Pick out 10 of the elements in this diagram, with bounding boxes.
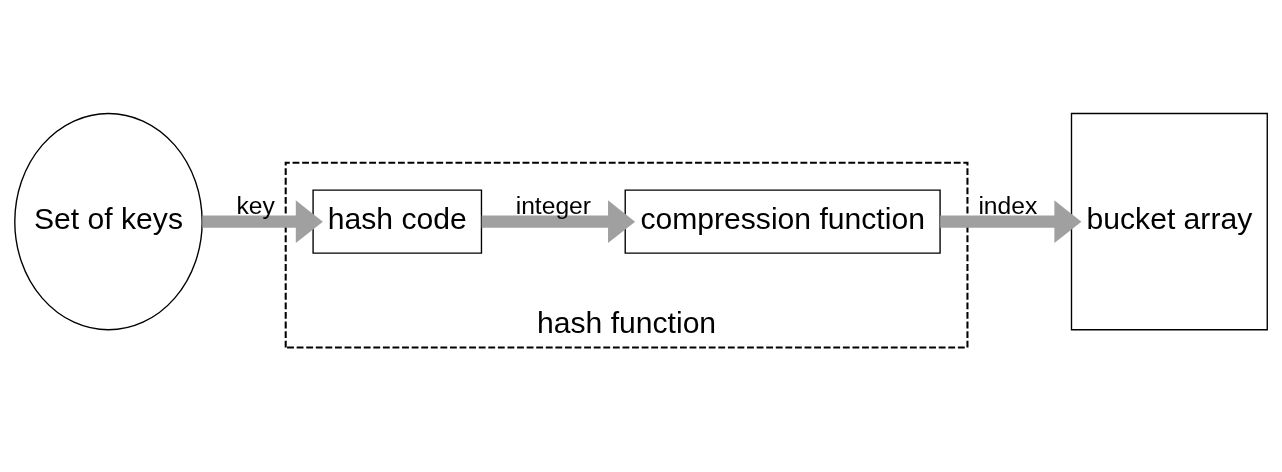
arrow xyxy=(940,200,1082,243)
node-box: hash code xyxy=(312,189,483,254)
edge-label: index xyxy=(978,191,1038,219)
node-box: compression function xyxy=(624,189,941,254)
edge-label: key xyxy=(236,191,275,219)
edge-label: integer xyxy=(515,191,591,219)
node-box: bucket array xyxy=(1070,112,1268,331)
arrow xyxy=(202,200,323,243)
node-ellipse: Set of keys xyxy=(14,112,203,331)
arrow xyxy=(481,200,636,243)
